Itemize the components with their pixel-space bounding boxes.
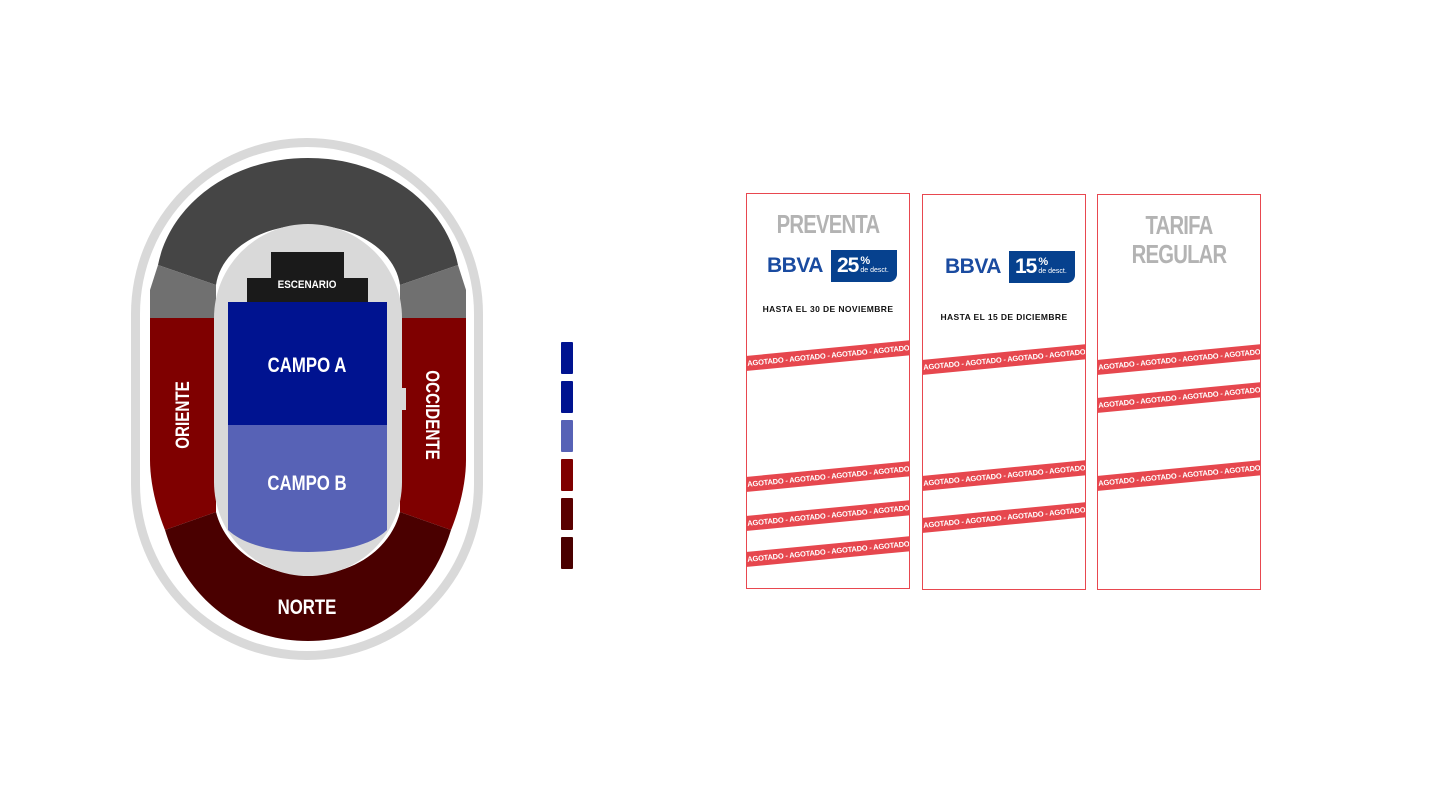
upper-stand [158, 158, 458, 285]
discount-tag: 25 % de desct. [831, 250, 897, 282]
section-oriente[interactable] [150, 318, 216, 530]
soldout-band: - AGOTADO - AGOTADO - AGOTADO - AGOTADO … [923, 501, 1085, 534]
stage [247, 252, 368, 302]
soldout-band: - AGOTADO - AGOTADO - AGOTADO - AGOTADO … [1098, 343, 1260, 376]
corner-stand-left [150, 265, 216, 318]
legend-swatch-occidente [561, 498, 573, 530]
discount-tag: 15 % de desct. [1009, 251, 1075, 283]
section-occidente[interactable] [400, 318, 466, 530]
discount-number: 15 [1015, 255, 1037, 278]
soldout-band: - AGOTADO - AGOTADO - AGOTADO - AGOTADO … [747, 535, 909, 568]
legend-swatch-campo-a-1 [561, 342, 573, 374]
section-label-campo-a: CAMPO A [268, 354, 347, 377]
soldout-band: - AGOTADO - AGOTADO - AGOTADO - AGOTADO … [923, 343, 1085, 376]
section-campo-b[interactable] [228, 424, 387, 552]
soldout-band: - AGOTADO - AGOTADO - AGOTADO - AGOTADO … [747, 339, 909, 372]
bbva-logo: BBVA [767, 254, 823, 277]
section-label-occidente: OCCIDENTE [422, 370, 444, 459]
price-column-preventa: PREVENTA BBVA 25 % de desct. HASTA EL 30… [746, 193, 910, 589]
discount-number: 25 [837, 254, 859, 277]
legend-swatch-campo-b [561, 420, 573, 452]
soldout-band: - AGOTADO - AGOTADO - AGOTADO - AGOTADO … [747, 460, 909, 493]
deadline-text: HASTA EL 30 DE NOVIEMBRE [762, 304, 894, 314]
discount-text: de desct. [860, 267, 889, 274]
discount-sign: % [860, 255, 871, 267]
bbva-discount-badge: BBVA 15 % de desct. [945, 250, 1079, 284]
soldout-band: - AGOTADO - AGOTADO - AGOTADO - AGOTADO … [1098, 381, 1260, 414]
zone-legend [561, 342, 575, 569]
section-label-campo-b: CAMPO B [267, 472, 346, 495]
venue-map: ESCENARIO CAMPO A CAMPO B ORIENTE OCCIDE… [131, 138, 483, 660]
section-norte[interactable] [165, 512, 451, 641]
price-column-bbva-15: BBVA 15 % de desct. HASTA EL 15 DE DICIE… [922, 194, 1086, 590]
legend-swatch-oriente [561, 459, 573, 491]
deadline-text: HASTA EL 15 DE DICIEMBRE [940, 312, 1068, 322]
stage-label: ESCENARIO [278, 280, 337, 292]
discount-text: de desct. [1038, 268, 1067, 275]
section-label-oriente: ORIENTE [171, 381, 193, 449]
price-column-tarifa-regular: TARIFA REGULAR - AGOTADO - AGOTADO - AGO… [1097, 194, 1261, 590]
section-campo-a[interactable] [228, 302, 387, 425]
legend-swatch-norte [561, 537, 573, 569]
soldout-band: - AGOTADO - AGOTADO - AGOTADO - AGOTADO … [1098, 459, 1260, 492]
bbva-logo: BBVA [945, 255, 1001, 278]
discount-sign: % [1038, 256, 1049, 268]
legend-swatch-campo-a-2 [561, 381, 573, 413]
column-title: TARIFA REGULAR [1131, 210, 1228, 269]
column-title: PREVENTA [776, 209, 880, 239]
soldout-band: - AGOTADO - AGOTADO - AGOTADO - AGOTADO … [747, 499, 909, 532]
section-label-norte: NORTE [278, 596, 337, 619]
corner-stand-right [400, 265, 466, 318]
bbva-discount-badge: BBVA 25 % de desct. [767, 249, 901, 283]
soldout-band: - AGOTADO - AGOTADO - AGOTADO - AGOTADO … [923, 459, 1085, 492]
